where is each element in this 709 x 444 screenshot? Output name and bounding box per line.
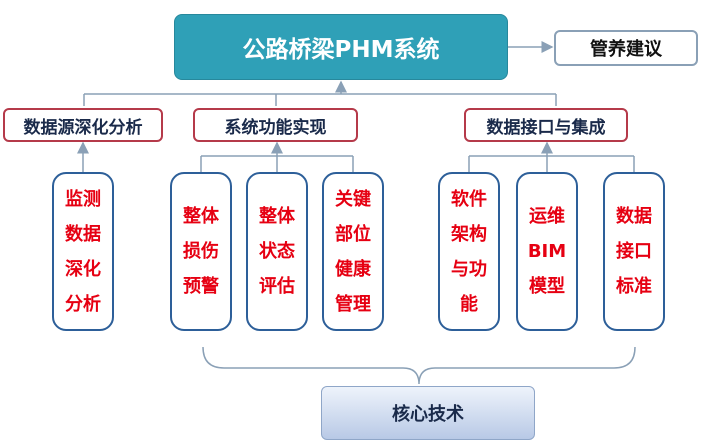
leaf-monitoring-data-analysis: 监测数据深化分析 — [52, 172, 114, 331]
leaf-state-assessment: 整体状态评估 — [246, 172, 308, 331]
leaf-key-part-health: 关键部位健康管理 — [322, 172, 384, 331]
system-title: 公路桥梁PHM系统 — [174, 14, 508, 80]
core-technology-box: 核心技术 — [321, 386, 535, 440]
leaf-interface-standard: 数据接口标准 — [603, 172, 665, 331]
core-brace — [202, 346, 636, 385]
category-system-function: 系统功能实现 — [193, 108, 358, 142]
leaf-bim-model: 运维BIM模型 — [516, 172, 578, 331]
maintenance-advice-box: 管养建议 — [554, 30, 698, 66]
leaf-software-architecture: 软件架构与功能 — [438, 172, 500, 331]
category-data-interface: 数据接口与集成 — [464, 108, 628, 142]
leaf-damage-warning: 整体损伤预警 — [170, 172, 232, 331]
category-data-source: 数据源深化分析 — [3, 108, 163, 142]
